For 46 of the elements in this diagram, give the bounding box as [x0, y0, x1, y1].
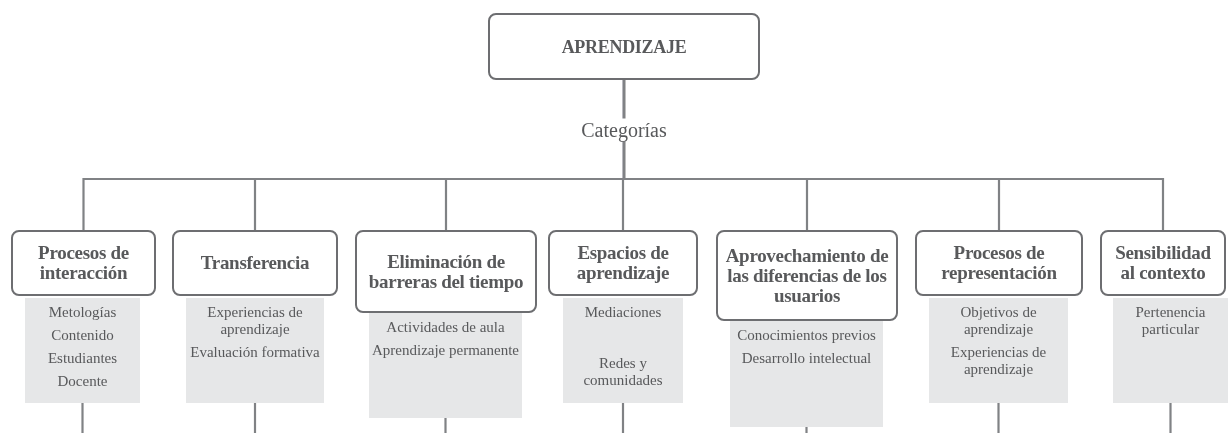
- item-text: Contenido: [51, 327, 114, 344]
- item-text: Evaluación formativa: [190, 344, 320, 361]
- category-title: APRENDIZAJE: [561, 36, 687, 57]
- category-title: Sensibilidad al contexto: [1114, 243, 1212, 283]
- item-text: Experiencias de aprendizaje: [206, 304, 304, 338]
- item-text: Metologías: [48, 304, 117, 321]
- category-title: Aprovechamiento de las diferencias de los usuarios: [724, 245, 890, 306]
- category-title: Eliminación de barreras del tiempo: [367, 251, 525, 292]
- category-box: [548, 230, 698, 296]
- category-title: Espacios de aprendizaje: [575, 243, 671, 283]
- item-panel: [929, 298, 1068, 403]
- category-title: Procesos de interacción: [37, 243, 130, 283]
- category-title: Transferencia: [200, 253, 310, 273]
- connector-line: [622, 80, 1165, 230]
- category-title: Procesos de representación: [940, 243, 1058, 283]
- item-text: Conocimientos previos: [737, 327, 876, 344]
- item-text: Actividades de aula: [386, 319, 505, 336]
- item-panel: [1113, 298, 1228, 403]
- item-text: Mediaciones: [584, 304, 662, 321]
- item-text: Estudiantes: [47, 350, 118, 367]
- item-panel: [730, 321, 883, 427]
- item-panel: [186, 298, 324, 403]
- connector-line: [997, 403, 1000, 433]
- connector-line: [621, 403, 625, 433]
- connector-line: [81, 403, 84, 433]
- item-panel: [563, 298, 683, 403]
- item-text: Desarrollo intelectual: [741, 350, 872, 367]
- item-panel: [369, 313, 522, 418]
- connector-line: [253, 403, 257, 433]
- category-box: [1100, 230, 1226, 296]
- item-text: Docente: [57, 373, 108, 390]
- item-panel: [25, 298, 140, 403]
- item-text: Objetivos de aprendizaje: [959, 304, 1038, 338]
- category-box: [11, 230, 156, 296]
- category-box: [716, 230, 898, 321]
- connector-line: [444, 418, 447, 433]
- item-text: Redes y comunidades: [582, 355, 664, 389]
- connector-line: [1169, 403, 1172, 433]
- item-text: Pertenencia particular: [1134, 304, 1207, 338]
- category-box: [915, 230, 1083, 296]
- category-box: [172, 230, 338, 296]
- item-text: Aprendizaje permanente: [372, 342, 519, 359]
- connector-line: [805, 427, 808, 433]
- category-box: [355, 230, 537, 313]
- item-text: Experiencias de aprendizaje: [949, 344, 1048, 378]
- root-box: [488, 13, 760, 80]
